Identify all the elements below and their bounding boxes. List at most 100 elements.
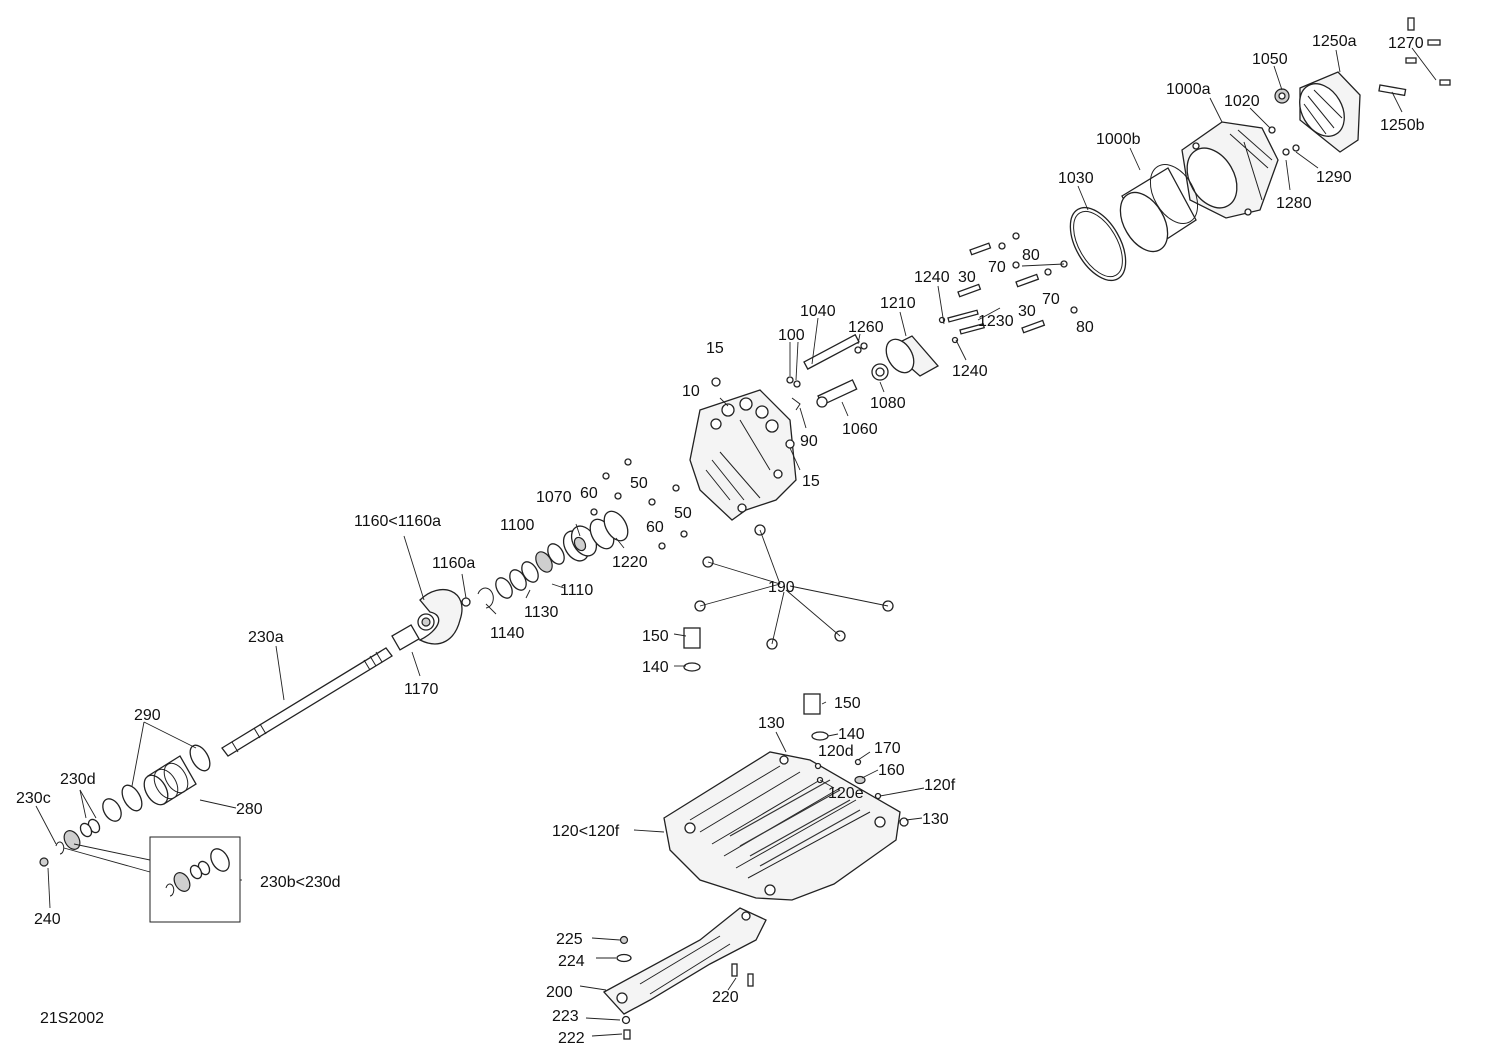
label-140-left: 140 [642,659,669,676]
label-1240-top: 1240 [914,269,950,286]
label-190: 190 [768,579,795,596]
label-1080: 1080 [870,395,906,412]
label-280: 280 [236,801,263,818]
clip-90 [791,397,801,411]
label-120e: 120e [828,785,864,802]
label-222: 222 [558,1030,585,1047]
label-10: 10 [682,383,700,400]
label-80-mid: 80 [1076,319,1094,336]
label-80-top: 80 [1022,247,1040,264]
label-70-mid: 70 [1042,291,1060,308]
washers-15-50-60 [590,377,795,550]
seals-1100-1110-1130 [495,543,565,599]
inset-230b [149,836,241,923]
grate-hardware [616,935,754,1040]
stator-cone-1210 [885,335,940,377]
seal-assembly-230 [39,798,122,867]
sleeve-1170 [391,624,420,651]
label-1210: 1210 [880,295,916,312]
label-170: 170 [874,740,901,757]
label-230c: 230c [16,790,51,807]
label-240: 240 [34,911,61,928]
spacer-1080 [871,363,889,381]
intake-grate-200 [602,907,767,1015]
bearing-1070 [562,525,598,562]
shaft-1060 [816,379,858,408]
label-1160: 1160<1160a [354,513,441,530]
o-ring-1030 [1069,207,1127,281]
label-220: 220 [712,989,739,1006]
label-1000a: 1000a [1166,81,1211,98]
bleed-fitting-1050 [1274,88,1290,104]
label-1060: 1060 [842,421,878,438]
label-1170: 1170 [404,681,439,698]
label-230b: 230b<230d [260,874,341,891]
label-230a: 230a [248,629,284,646]
boot-280 [143,755,197,806]
label-130-bottom: 130 [922,811,949,828]
label-1270: 1270 [1388,35,1424,52]
label-100: 100 [778,327,805,344]
label-230d: 230d [60,771,96,788]
leader-lines [35,47,1437,1037]
label-1030: 1030 [1058,170,1094,187]
label-120f: 120f [924,777,956,794]
diagram-code: 21S2002 [40,1010,104,1027]
label-1140: 1140 [490,625,525,642]
label-1050: 1050 [1252,51,1288,68]
label-1020: 1020 [1224,93,1260,110]
label-140-right: 140 [838,726,865,743]
circlips-1140-1160a [461,587,494,609]
label-70-top: 70 [988,259,1006,276]
label-1260: 1260 [848,319,884,336]
label-50-mid: 50 [674,505,692,522]
label-150-right: 150 [834,695,861,712]
shaft-1040 [803,333,868,370]
label-224: 224 [558,953,585,970]
impeller-1160 [417,589,463,645]
callout-labels: 1250a 1270 1050 1000a 1020 1250b 1000b 1… [16,33,1425,1047]
fitting-150-140-right [803,693,829,741]
venturi-nozzle-1250a [1299,71,1361,153]
wear-ring-1000b [1119,164,1199,253]
label-1250a: 1250a [1312,33,1357,50]
label-120d: 120d [818,743,854,760]
housing-10 [689,389,797,521]
label-1160a: 1160a [432,555,475,572]
ride-plate-120 [663,751,909,901]
label-1230: 1230 [978,313,1014,330]
label-120: 120<120f [552,823,620,840]
washers-100 [786,376,801,388]
label-1290: 1290 [1316,169,1352,186]
label-1040: 1040 [800,303,836,320]
label-1000b: 1000b [1096,131,1141,148]
label-60-mid: 60 [646,519,664,536]
label-1070: 1070 [536,489,572,506]
label-30-top: 30 [958,269,976,286]
o-rings-1220 [589,510,629,550]
label-1250b: 1250b [1380,117,1425,134]
label-150-left: 150 [642,628,669,645]
label-290: 290 [134,707,161,724]
label-200: 200 [546,984,573,1001]
label-1220: 1220 [612,554,648,571]
drive-shaft-230a [221,647,393,757]
small-hardware [938,17,1451,344]
label-15-top: 15 [706,340,724,357]
label-60-top: 60 [580,485,598,502]
label-1110: 1110 [560,582,593,599]
label-160: 160 [878,762,905,779]
label-1130: 1130 [524,604,559,621]
pump-housing-1000a [1181,121,1279,219]
label-30-mid: 30 [1018,303,1036,320]
label-90: 90 [800,433,818,450]
label-223: 223 [552,1008,579,1025]
fitting-150-140-left [683,627,701,672]
label-1280: 1280 [1276,195,1312,212]
clamps-290 [121,744,211,812]
label-1240-bottom: 1240 [952,363,988,380]
label-225: 225 [556,931,583,948]
label-1100: 1100 [500,517,535,534]
label-15-bottom: 15 [802,473,820,490]
